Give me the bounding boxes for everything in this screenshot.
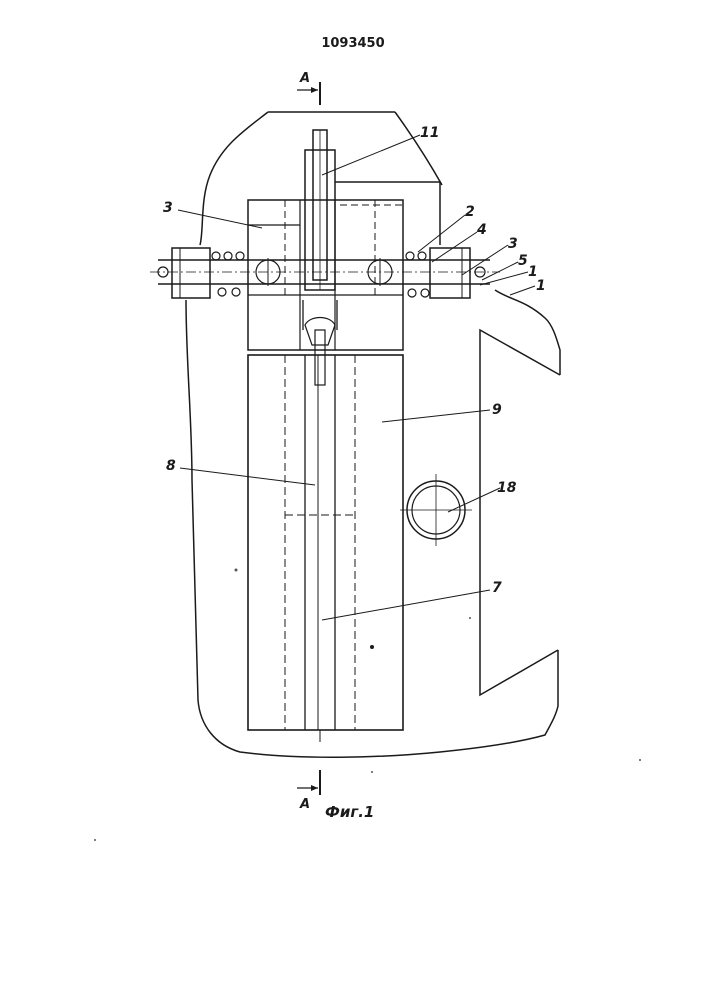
callout-1-lower: 1	[536, 278, 546, 294]
callout-2: 2	[465, 204, 475, 220]
section-label-top: A	[299, 71, 310, 86]
disc-part-11	[305, 130, 335, 290]
callout-3-left: 3	[163, 200, 173, 216]
section-label-bottom: A	[299, 797, 310, 812]
callout-3-right: 3	[508, 236, 518, 252]
callout-5: 5	[518, 253, 528, 269]
callout-labels: 11 3 2 4 3 5 1 1 9 8 18 7	[163, 125, 546, 596]
housing-outline	[186, 112, 560, 757]
callout-18: 18	[497, 480, 517, 496]
leader-lines	[178, 135, 535, 620]
callout-4: 4	[476, 222, 487, 238]
callout-7: 7	[492, 580, 502, 596]
hole-part-18	[400, 474, 472, 546]
section-marker-bottom: A	[297, 770, 320, 812]
callout-11: 11	[420, 125, 439, 141]
lower-body-part-9	[248, 355, 403, 742]
central-guide	[303, 300, 337, 385]
section-marker-top: A	[297, 71, 320, 105]
scan-specks	[94, 569, 641, 842]
upper-block-assembly	[248, 200, 403, 350]
figure-caption: Фиг.1	[325, 803, 374, 821]
callout-9: 9	[492, 402, 502, 418]
patent-number: 1093450	[321, 36, 384, 51]
callout-8: 8	[166, 458, 176, 474]
